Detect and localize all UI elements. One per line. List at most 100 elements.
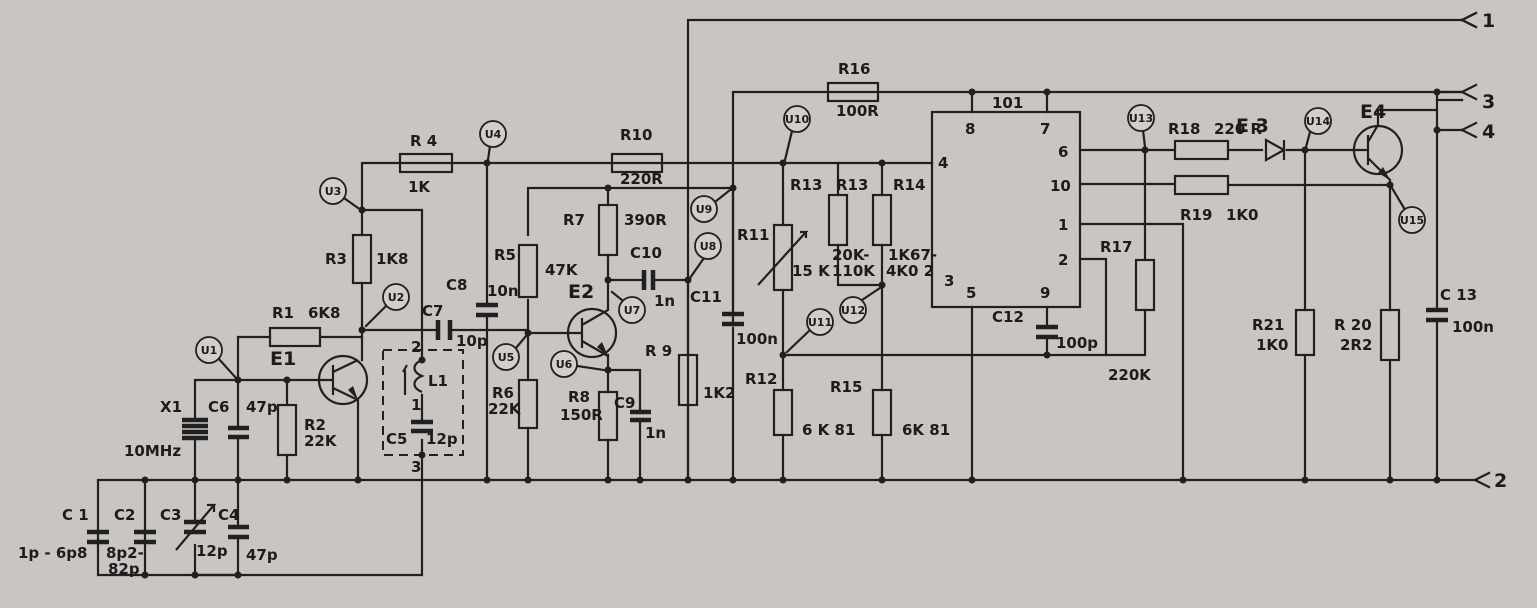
test-point-u15: U15 — [1390, 186, 1426, 234]
capacitor-c2 — [134, 529, 156, 545]
label-r19-ref: R19 — [1180, 206, 1212, 224]
label-e4: E4 — [1360, 101, 1386, 123]
label-r15-ref: R15 — [830, 378, 862, 396]
label-r8-ref: R8 — [568, 388, 590, 406]
label-r3-value: 1K8 — [376, 250, 409, 268]
label-r20-ref: R 20 — [1334, 316, 1372, 334]
resistor-r17 — [1134, 258, 1156, 312]
test-point-u12: U12 — [839, 286, 882, 324]
svg-text:U13: U13 — [1129, 112, 1153, 125]
label-r1-ref: R1 — [272, 304, 294, 322]
label-c2-ref: C2 — [114, 506, 135, 524]
capacitor-c3-trimmer-arrow — [175, 503, 217, 551]
svg-text:U4: U4 — [485, 128, 502, 141]
label-r14-value: 1K67-4K0 2 — [886, 246, 937, 280]
resistors — [268, 81, 1401, 457]
test-point-u8: U8 — [688, 232, 722, 280]
capacitor-c4 — [228, 524, 249, 540]
ic-101: 101 8 7 4 6 10 1 2 3 5 9 — [930, 94, 1082, 309]
capacitor-c11 — [722, 311, 744, 327]
capacitor-c13 — [1426, 307, 1448, 323]
resistor-r10 — [610, 152, 664, 174]
test-point-u13: U13 — [1127, 104, 1155, 149]
label-r8-value: 150R — [560, 406, 603, 424]
coil-l1 — [413, 358, 425, 394]
label-r13b-value: 20K-110K — [832, 246, 876, 280]
capacitor-c3 — [184, 519, 206, 535]
label-r17-value: 220K — [1108, 366, 1152, 384]
label-r7-ref: R7 — [563, 211, 585, 229]
test-points: U1 U2 U3 U4 U5 U6 U7 — [195, 104, 1426, 380]
svg-text:U10: U10 — [785, 113, 810, 126]
label-r18-ref: R18 — [1168, 120, 1200, 138]
label-c9-value: 1n — [645, 424, 666, 442]
resistor-r8 — [597, 390, 619, 442]
label-c9-ref: C9 — [614, 394, 635, 412]
label-r10-value: 220R — [620, 170, 663, 188]
diode-e3 — [1264, 138, 1287, 162]
label-r17-ref: R17 — [1100, 238, 1132, 256]
label-l1-ref: L1 — [428, 372, 448, 390]
label-r5-ref: R5 — [494, 246, 516, 264]
resistor-r18 — [1173, 139, 1230, 161]
svg-text:U7: U7 — [624, 304, 641, 317]
test-point-u9: U9 — [690, 188, 732, 223]
ic-body — [930, 110, 1082, 309]
svg-text:U1: U1 — [201, 344, 218, 357]
ic-pin-6: 6 — [1058, 143, 1068, 161]
label-c12-value: 100p — [1056, 334, 1098, 352]
test-point-u5: U5 — [492, 334, 528, 371]
label-c5-ref: C5 — [386, 430, 407, 448]
terminal-2-hook — [1473, 471, 1491, 489]
svg-text:U6: U6 — [556, 358, 573, 371]
test-point-u11: U11 — [785, 308, 834, 354]
label-c4-ref: C4 — [218, 506, 239, 524]
ic-ref-label: 101 — [992, 94, 1023, 112]
terminal-4-label: 4 — [1482, 121, 1495, 143]
label-coil-pin-1: 1 — [411, 396, 421, 414]
test-point-u1: U1 — [195, 336, 238, 380]
resistor-r11 — [772, 223, 794, 292]
label-c10-value: 1n — [654, 292, 675, 310]
transistors — [317, 124, 1404, 406]
label-x1-ref: X1 — [160, 398, 182, 416]
label-r18-value: 220 R — [1214, 120, 1263, 138]
test-point-u10: U10 — [783, 105, 811, 162]
capacitor-c5 — [411, 419, 433, 434]
label-r7-value: 390R — [624, 211, 667, 229]
label-r20-value: 2R2 — [1340, 336, 1372, 354]
label-r15-value: 6K 81 — [902, 421, 950, 439]
terminal-3-label: 3 — [1482, 91, 1495, 113]
ic-pin-7: 7 — [1040, 120, 1050, 138]
label-r4-ref: R 4 — [410, 132, 437, 150]
terminal-1-hook — [1460, 11, 1478, 29]
label-c4-value: 47p — [246, 546, 278, 564]
svg-text:U2: U2 — [388, 291, 405, 304]
label-c6-ref: C6 — [208, 398, 229, 416]
coil-shield-box — [382, 349, 464, 456]
label-e1: E1 — [270, 348, 296, 370]
svg-text:U11: U11 — [808, 316, 832, 329]
capacitor-c10 — [641, 270, 656, 290]
label-r19-value: 1K0 — [1226, 206, 1259, 224]
label-c6-value: 47p — [246, 398, 278, 416]
resistor-r20 — [1379, 308, 1401, 362]
capacitor-c1 — [87, 529, 109, 545]
resistor-r16 — [826, 81, 880, 103]
resistor-r5 — [517, 243, 539, 299]
transistor-e1 — [317, 354, 369, 406]
label-r16-value: 100R — [836, 102, 879, 120]
label-r11-value: 15 K — [792, 262, 831, 280]
transistor-e4 — [1352, 124, 1404, 185]
resistor-r7 — [597, 203, 619, 257]
component-labels: R 4 1K R10 220R R16 100R R3 1K8 R1 6K8 R… — [18, 60, 1494, 578]
label-r9-value: 1K2 — [703, 384, 736, 402]
ic-pin-4: 4 — [938, 154, 948, 172]
label-c2-value: 8p2-82p — [106, 544, 144, 578]
label-c13-value: 100n — [1452, 318, 1494, 336]
svg-text:U14: U14 — [1306, 115, 1331, 128]
label-r12-value: 6 K 81 — [802, 421, 855, 439]
label-r4-value: 1K — [408, 178, 431, 196]
terminal-2-label: 2 — [1494, 470, 1507, 492]
label-r6-ref: R6 — [492, 384, 514, 402]
